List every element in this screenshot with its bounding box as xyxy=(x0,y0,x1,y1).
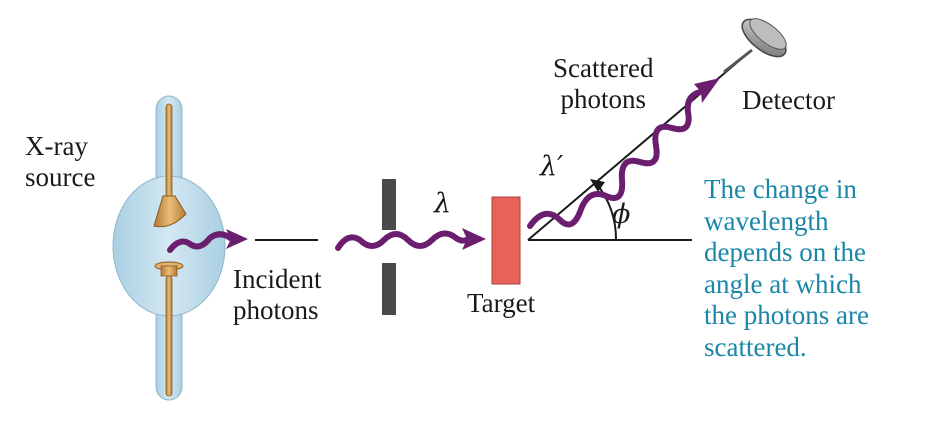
xray-source-label: X-ray source xyxy=(25,131,95,193)
anode-target xyxy=(153,195,187,228)
xray-source-label-line2: source xyxy=(25,162,96,192)
note-line-5: the photons are xyxy=(704,300,869,330)
incident-photon-wave-2 xyxy=(335,228,486,251)
scattered-label-line2: photons xyxy=(560,84,646,114)
incident-label-line1: Incident xyxy=(233,264,322,294)
detector-icon xyxy=(723,18,787,74)
note-line-2: wavelength xyxy=(704,205,829,236)
phi-label: ϕ xyxy=(612,199,631,230)
xray-source-label-line1: X-ray xyxy=(25,131,88,161)
note-line-1: The change in xyxy=(704,174,857,204)
detector-label: Detector xyxy=(742,85,835,115)
note-line-3: depends on the xyxy=(704,237,866,267)
anode-rod xyxy=(165,103,173,201)
target-block xyxy=(491,196,521,285)
incident-photons-label: Incident photons xyxy=(233,264,321,326)
scattered-photons-label: Scattered photons xyxy=(553,53,653,115)
angle-arc-arrow xyxy=(590,179,605,192)
scattered-photon-wave xyxy=(527,78,720,229)
collimator-lower xyxy=(382,263,396,315)
note-line-4: angle at which xyxy=(704,268,862,299)
lambda-prime-label: λ′ xyxy=(540,151,564,182)
explanation-note: The change in wavelength depends on the … xyxy=(704,174,869,363)
scattered-label-line1: Scattered xyxy=(553,53,654,83)
incident-label-line2: photons xyxy=(233,295,319,325)
collimator-upper xyxy=(382,179,396,230)
cathode-head xyxy=(160,265,178,277)
xray-tube xyxy=(112,95,226,401)
incident-photon-wave-1 xyxy=(167,229,248,253)
cathode-rod xyxy=(165,275,173,397)
target-label: Target xyxy=(467,288,536,318)
lambda-label: λ xyxy=(434,188,452,219)
note-line-6: scattered. xyxy=(704,331,807,362)
